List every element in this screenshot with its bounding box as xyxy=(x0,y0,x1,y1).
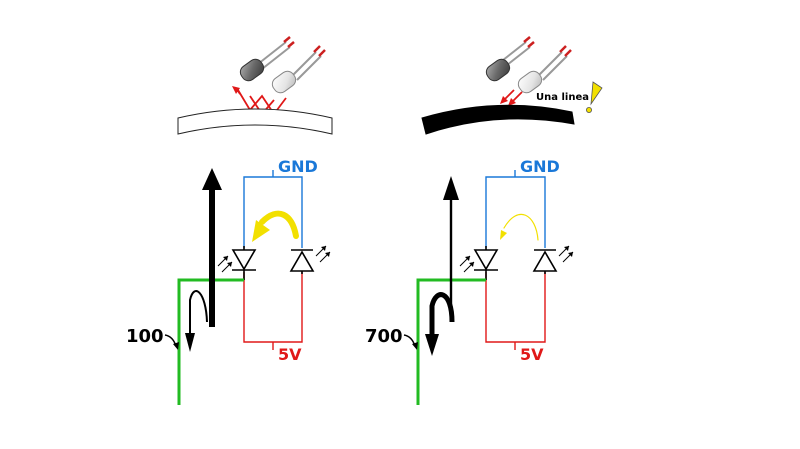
ir-receiver-led xyxy=(517,45,572,94)
ir-emitter-led xyxy=(239,36,295,82)
ir-led-symbol xyxy=(532,245,574,274)
circuit-right: GND 5V xyxy=(416,157,574,405)
ir-led-symbol xyxy=(289,245,331,274)
photodiode-symbol xyxy=(459,246,499,280)
absorbed-light-rays xyxy=(500,89,523,106)
reading-value: 700 xyxy=(365,326,403,347)
signal-wire xyxy=(177,278,244,405)
photodiode-symbol xyxy=(217,246,257,280)
gnd-label: GND xyxy=(278,157,318,176)
line-note: Una linea xyxy=(536,92,589,103)
panel-black-surface: Una linea GND 5V xyxy=(365,36,603,405)
reading-pointer xyxy=(403,334,418,350)
reading-value: 100 xyxy=(126,326,164,347)
supply-wire xyxy=(485,272,546,343)
sensor-module-right xyxy=(485,36,572,106)
circuit-left: GND 5V xyxy=(177,157,331,405)
gnd-label: GND xyxy=(520,157,560,176)
warning-icon xyxy=(586,81,603,114)
reflected-light-strong xyxy=(252,210,299,242)
signal-arrow-down xyxy=(185,290,208,352)
reflected-light-weak xyxy=(500,213,539,241)
signal-wire xyxy=(416,278,486,405)
supply-wire xyxy=(243,272,303,343)
vcc-label: 5V xyxy=(520,345,544,364)
ir-emitter-led xyxy=(485,36,535,82)
white-surface xyxy=(177,108,333,135)
current-arrow-up xyxy=(443,176,459,320)
sensor-module-left xyxy=(232,36,326,116)
black-surface xyxy=(421,104,575,135)
ground-wire xyxy=(485,176,546,248)
current-arrow-up xyxy=(202,168,222,327)
ir-receiver-led xyxy=(271,45,326,94)
signal-arrow-down xyxy=(425,292,455,356)
panel-white-surface: GND 5V xyxy=(126,36,333,405)
reading-pointer xyxy=(164,334,179,350)
vcc-label: 5V xyxy=(278,345,302,364)
